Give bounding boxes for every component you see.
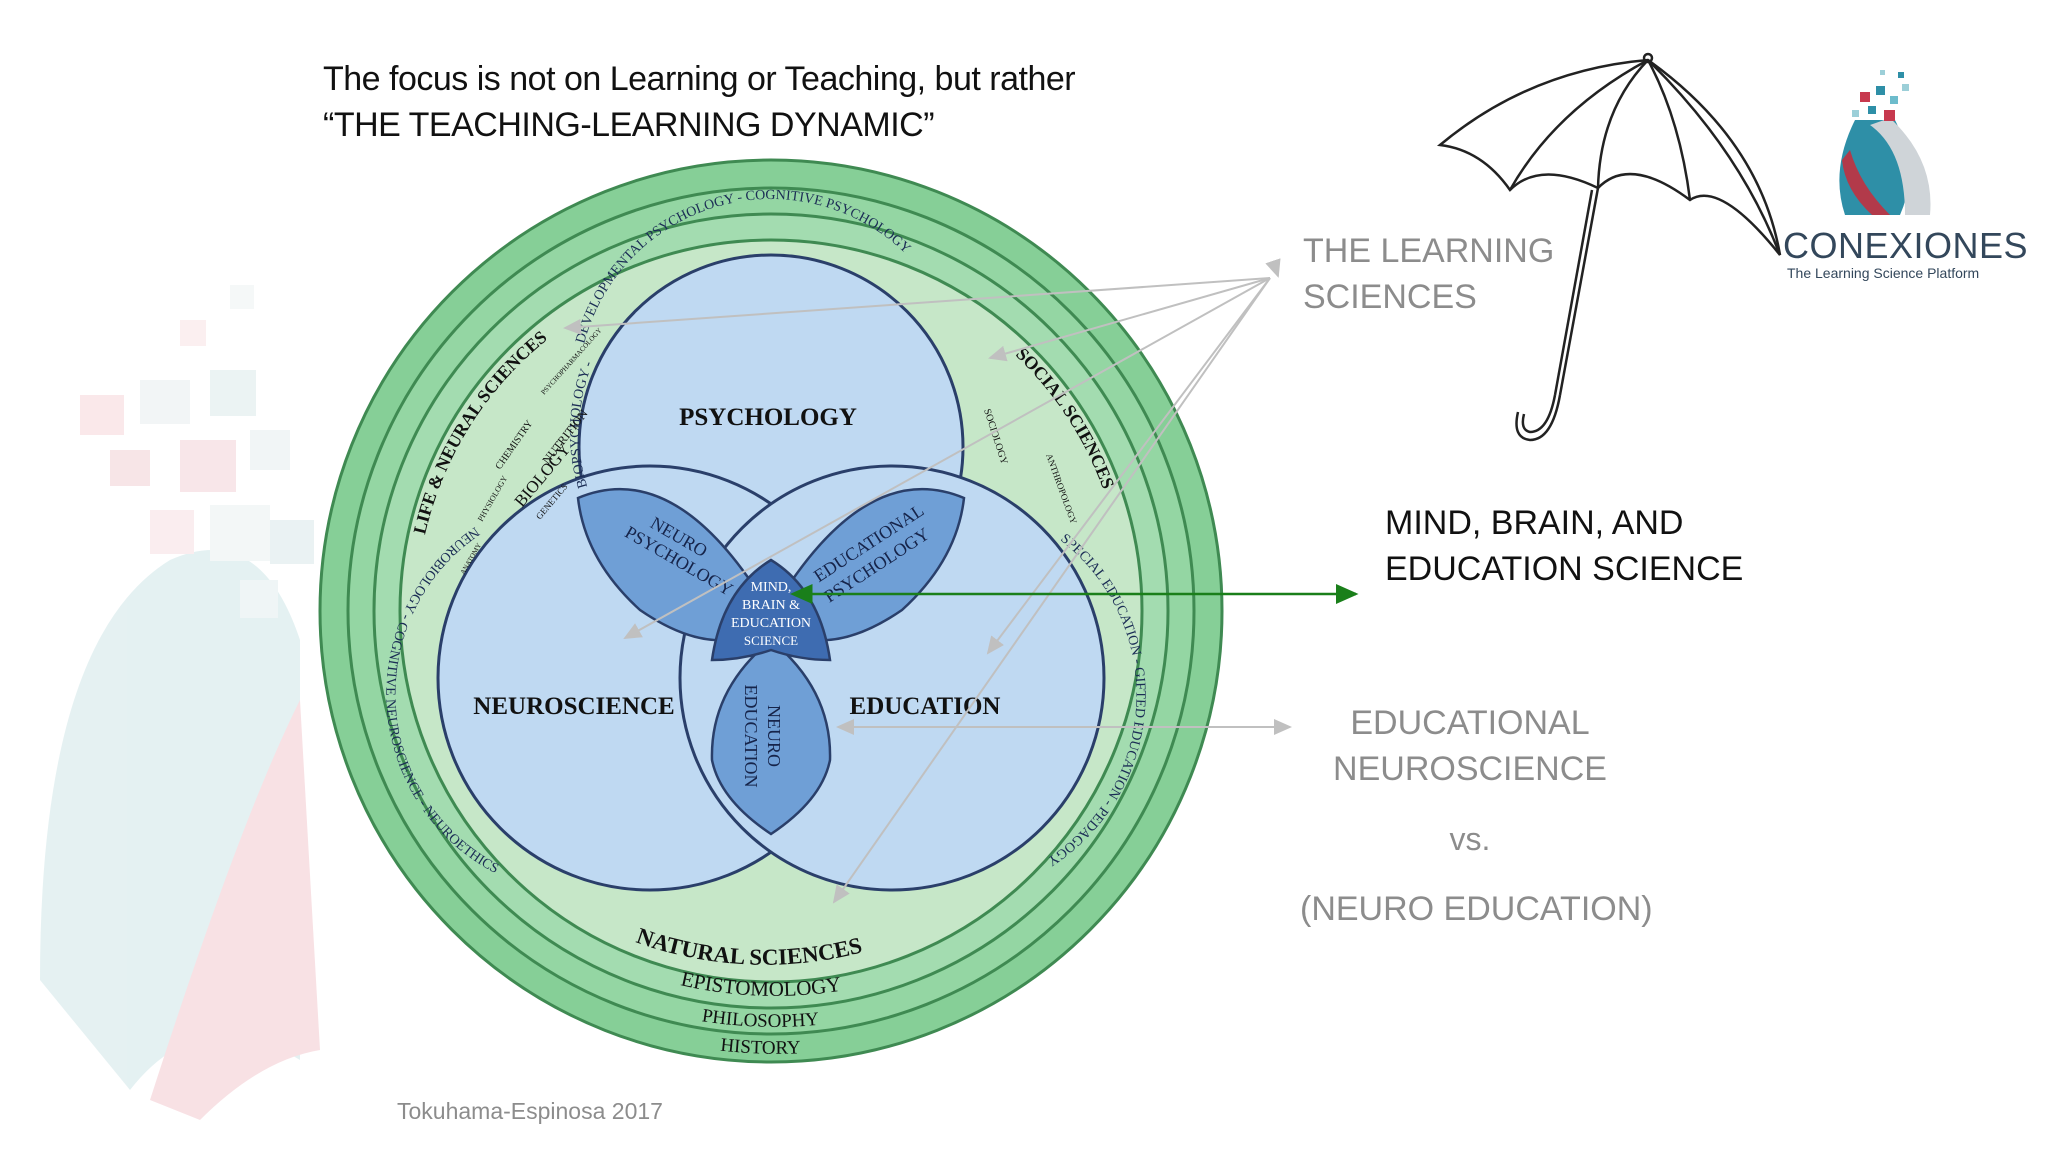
umbrella-icon: [1436, 52, 1782, 442]
arrow-life-neural: [563, 277, 1271, 335]
mbe-line-1: MIND, BRAIN, AND: [1385, 504, 1684, 542]
mbe-line-2: EDUCATION SCIENCE: [1385, 550, 1744, 588]
label-center-2: BRAIN &: [742, 598, 800, 613]
vs-label: vs.: [1449, 821, 1491, 857]
citation: Tokuhama-Espinosa 2017: [397, 1098, 663, 1124]
arrow-head-learning: [1265, 258, 1281, 278]
label-neuro-ed-1: NEURO: [764, 705, 784, 767]
background-decoration: [40, 285, 320, 1120]
heading-line-2: “THE TEACHING-LEARNING DYNAMIC”: [323, 106, 935, 144]
heading-line-1: The focus is not on Learning or Teaching…: [323, 60, 1076, 98]
neuro-education-label: (NEURO EDUCATION): [1300, 890, 1653, 928]
label-center-1: MIND,: [751, 580, 792, 595]
brand-name: CONEXIONES: [1783, 225, 2029, 266]
label-center-3: EDUCATION: [731, 616, 811, 631]
learning-sciences-line-2: SCIENCES: [1303, 278, 1477, 316]
label-neuroscience: NEUROSCIENCE: [473, 693, 674, 720]
label-education: EDUCATION: [850, 693, 1001, 720]
label-neuro-ed-2: EDUCATION: [741, 685, 761, 788]
conexiones-logo-icon: [1839, 70, 1931, 215]
learning-sciences-line-1: THE LEARNING: [1303, 232, 1555, 270]
learning-sciences-label: THE LEARNING SCIENCES: [1303, 228, 1554, 320]
mbe-center: [710, 558, 832, 662]
slide-heading: The focus is not on Learning or Teaching…: [323, 56, 1076, 148]
mbe-label: MIND, BRAIN, AND EDUCATION SCIENCE: [1385, 500, 1743, 592]
ring-text-history: HISTORY: [719, 1035, 801, 1059]
learning-sciences-diagram: PSYCHOLOGY NEUROSCIENCE EDUCATION NEURO …: [318, 158, 1224, 1064]
label-psychology: PSYCHOLOGY: [679, 404, 857, 431]
neuro-education-lens: [710, 638, 832, 836]
arrow-social: [988, 277, 1271, 362]
edneuro-line-1: EDUCATIONAL: [1350, 704, 1590, 742]
educational-neuroscience-label: EDUCATIONAL NEUROSCIENCE: [1300, 700, 1640, 792]
arrow-neuroscience: [623, 277, 1271, 639]
brand-tagline: The Learning Science Platform: [1787, 265, 1980, 281]
label-center-4: SCIENCE: [744, 633, 798, 648]
edneuro-line-2: NEUROSCIENCE: [1333, 750, 1607, 788]
